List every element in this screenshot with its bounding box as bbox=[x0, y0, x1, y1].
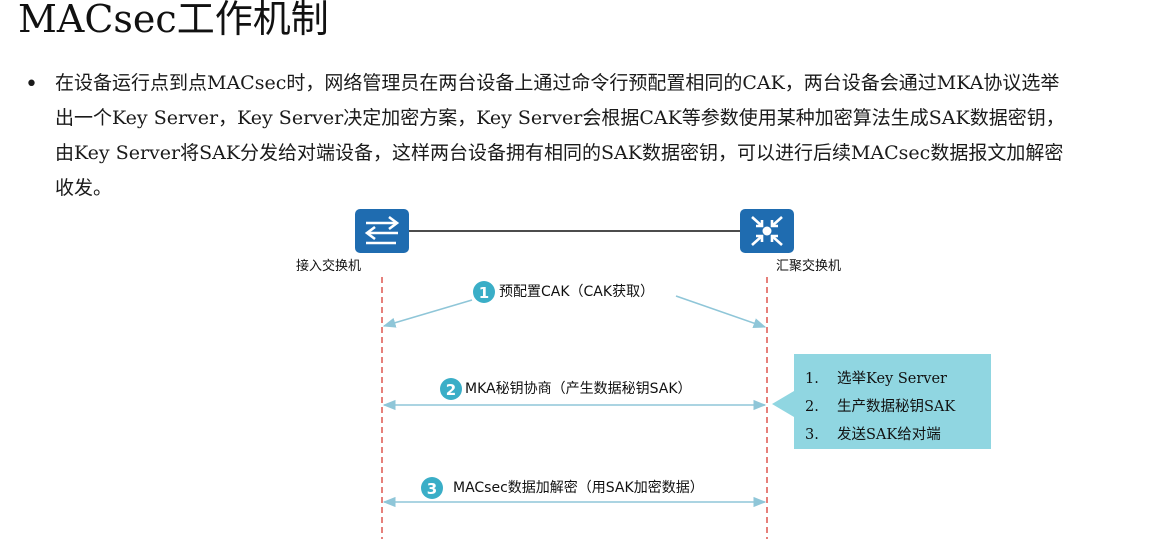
callout-item: 3. 发送SAK给对端 bbox=[805, 423, 941, 444]
bullet-paragraph: 在设备运行点到点MACsec时，网络管理员在两台设备上通过命令行预配置相同的CA… bbox=[55, 66, 1160, 206]
step-2-label: MKA秘钥协商（产生数据秘钥SAK） bbox=[465, 381, 692, 397]
step-2-badge bbox=[440, 378, 462, 400]
paragraph-line: 收发。 bbox=[55, 177, 113, 199]
step-1-arrow-right bbox=[675, 295, 767, 329]
access-switch-icon bbox=[355, 209, 409, 253]
step-3-badge bbox=[421, 477, 443, 499]
page-title: MACsec工作机制 bbox=[18, 0, 329, 41]
step-1-badge bbox=[473, 281, 495, 303]
paragraph-line: 在设备运行点到点MACsec时，网络管理员在两台设备上通过命令行预配置相同的CA… bbox=[55, 72, 1060, 94]
access-switch-label: 接入交换机 bbox=[296, 259, 362, 274]
step-1-label: 预配置CAK（CAK获取） bbox=[499, 284, 655, 300]
step-3-label: MACsec数据加解密（用SAK加密数据） bbox=[453, 480, 704, 496]
callout-item-text: 选举Key Server bbox=[837, 371, 947, 387]
paragraph-line: 由Key Server将SAK分发给对端设备，这样两台设备拥有相同的SAK数据密… bbox=[55, 142, 1064, 164]
callout-list: 1. 选举Key Server 2. 生产数据秘钥SAK 3. 发送SAK给对端 bbox=[805, 356, 990, 449]
callout-item-text: 生产数据秘钥SAK bbox=[837, 399, 956, 415]
callout-item-number: 3. bbox=[805, 427, 819, 443]
bullet-marker: • bbox=[25, 72, 38, 97]
step-2-number: 2 bbox=[446, 381, 456, 399]
callout-item-number: 2. bbox=[805, 399, 819, 415]
callout-box bbox=[772, 354, 991, 449]
aggregation-switch-icon bbox=[740, 209, 794, 253]
paragraph-line: 出一个Key Server，Key Server决定加密方案，Key Serve… bbox=[55, 107, 1065, 129]
callout-item: 1. 选举Key Server bbox=[805, 367, 947, 388]
aggregation-switch-label: 汇聚交换机 bbox=[776, 259, 842, 274]
step-3-number: 3 bbox=[427, 480, 437, 498]
step-1-arrow-left bbox=[382, 299, 473, 328]
callout-item: 2. 生产数据秘钥SAK bbox=[805, 395, 955, 416]
callout-item-text: 发送SAK给对端 bbox=[837, 427, 941, 443]
callout-item-number: 1. bbox=[805, 371, 819, 387]
step-1-number: 1 bbox=[479, 284, 489, 302]
